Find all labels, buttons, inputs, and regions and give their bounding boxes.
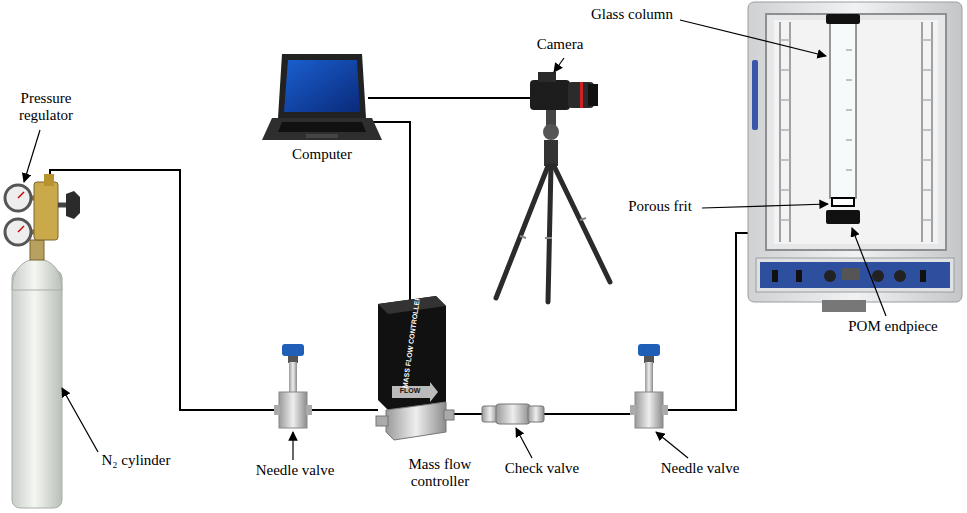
component-label: Mass flow controller [385, 456, 495, 491]
component-label: Porous frit [628, 198, 692, 215]
component-label: N₂ cylinder [102, 452, 171, 469]
gas-cylinder [5, 174, 80, 508]
component-label: Needle valve [661, 460, 740, 477]
component-label: Needle valve [256, 462, 335, 479]
component-label: POM endpiece [848, 318, 938, 335]
device-marking: FLOW [400, 387, 421, 395]
camera-tripod [496, 72, 610, 302]
component-label: Glass column [591, 6, 673, 23]
mass-flow-controller [376, 296, 454, 440]
component-label: Check valve [505, 460, 580, 477]
leader-line [24, 20, 886, 460]
check-valve [482, 404, 544, 424]
laptop-icon [262, 54, 382, 140]
oven [748, 2, 962, 312]
tubing [50, 98, 842, 414]
glass-column [826, 14, 860, 224]
needle-valve [274, 344, 312, 428]
needle-valve [630, 344, 668, 428]
component-label: Computer [292, 146, 352, 163]
component-label: Pressure regulator [4, 90, 88, 125]
component-label: Camera [537, 36, 584, 53]
